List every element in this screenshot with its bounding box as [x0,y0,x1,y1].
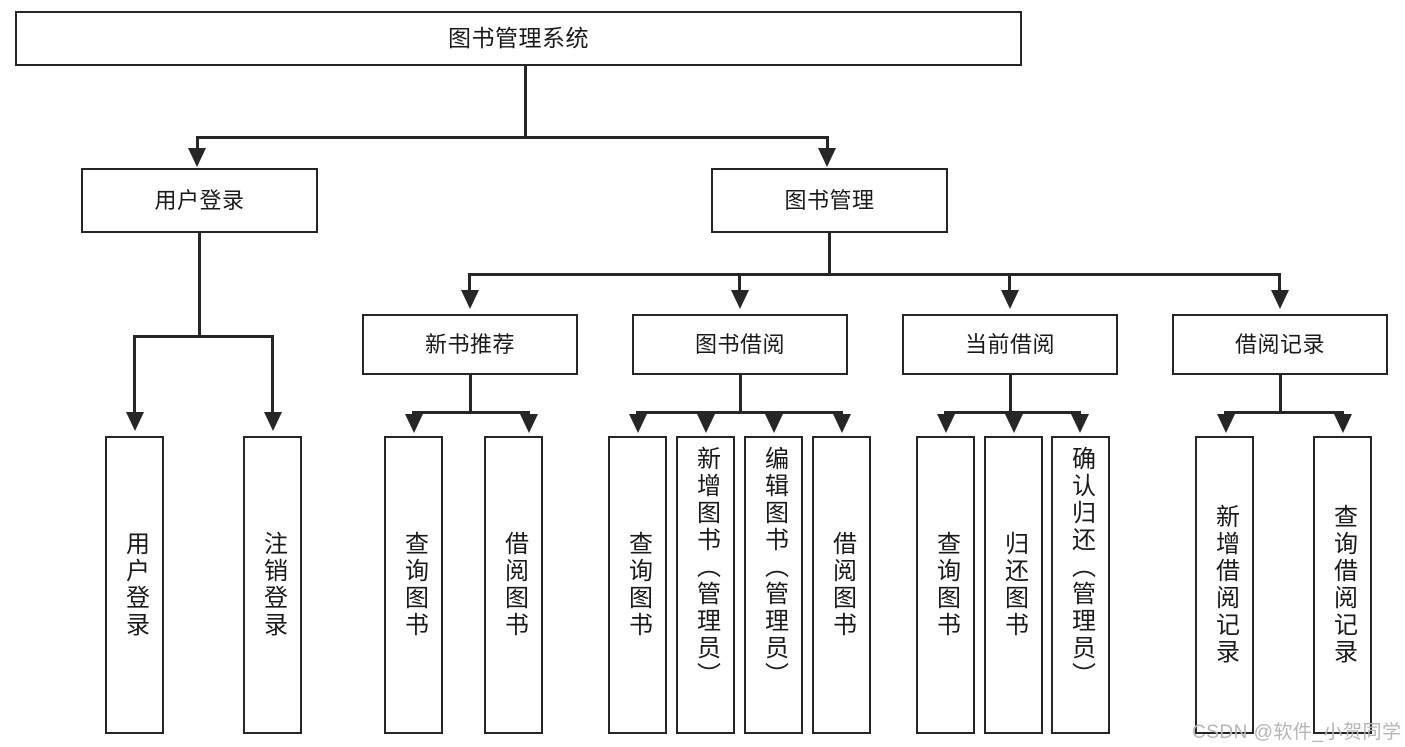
node-user-login[interactable]: 用户登录 [81,168,318,233]
arrowhead-newbook-child-1 [405,414,423,433]
connector-login-drop-2 [271,335,274,415]
node-root-system[interactable]: 图书管理系统 [15,11,1022,66]
leaf-borrow-edit-book-admin[interactable]: 编辑图书（管理员） [744,436,803,734]
connector-borrowrecord-bus [1224,411,1343,414]
node-label: 借阅图书 [828,531,856,639]
leaf-current-return-book[interactable]: 归还图书 [984,436,1043,734]
connector-bookmgmt-drop-1 [468,273,471,293]
arrowhead-currentborrow-child-2 [1005,414,1023,433]
leaf-current-confirm-return-admin[interactable]: 确认归还（管理员） [1051,436,1110,734]
arrowhead-bookmgmt-child-1 [461,290,479,309]
leaf-newbook-borrow-book[interactable]: 借阅图书 [484,436,543,734]
node-label: 编辑图书（管理员） [760,446,788,689]
connector-bookmgmt-drop-3 [1008,273,1011,293]
leaf-record-add-record[interactable]: 新增借阅记录 [1195,436,1254,734]
arrowhead-bookborrow-child-3 [765,414,783,433]
connector-bookmgmt-drop-2 [738,273,741,293]
connector-borrowrecord-stem [1279,375,1282,413]
node-label: 查询图书 [400,531,428,639]
leaf-borrow-add-book-admin[interactable]: 新增图书（管理员） [676,436,735,734]
connector-newbook-bus [412,411,529,414]
arrowhead-bookmgmt-child-3 [1001,290,1019,309]
node-label: 确认归还（管理员） [1067,446,1095,689]
arrowhead-bookborrow-child-2 [697,414,715,433]
connector-root-to-login [196,136,199,151]
node-label: 当前借阅 [964,331,1055,357]
connector-newbook-stem [469,375,472,413]
node-label: 借阅图书 [500,531,528,639]
node-label: 用户登录 [154,187,245,213]
arrowhead-root-to-bookmgmt [818,148,836,167]
node-label: 查询图书 [624,531,652,639]
leaf-user-login[interactable]: 用户登录 [105,436,164,734]
connector-root-bus [196,136,828,139]
connector-root-to-bookmgmt [826,136,829,151]
connector-currentborrow-stem [1009,375,1012,413]
node-label: 查询图书 [932,531,960,639]
connector-bookmgmt-bus [468,273,1280,276]
node-label: 查询借阅记录 [1329,504,1357,666]
arrowhead-bookmgmt-child-2 [731,290,749,309]
connector-bookmgmt-stem [828,233,831,275]
node-label: 新增借阅记录 [1211,504,1239,666]
arrowhead-bookmgmt-child-4 [1271,290,1289,309]
node-book-borrow[interactable]: 图书借阅 [632,314,848,375]
arrowhead-borrowrecord-child-1 [1217,414,1235,433]
leaf-newbook-query-book[interactable]: 查询图书 [384,436,443,734]
leaf-borrow-query-book[interactable]: 查询图书 [608,436,667,734]
arrowhead-currentborrow-child-3 [1071,414,1089,433]
connector-login-bus [133,335,272,338]
arrowhead-bookborrow-child-4 [833,414,851,433]
connector-bookmgmt-drop-4 [1278,273,1281,293]
node-new-book-recommend[interactable]: 新书推荐 [362,314,578,375]
node-label: 图书管理 [784,187,875,213]
arrowhead-borrowrecord-child-2 [1334,414,1352,433]
node-label: 用户登录 [121,531,149,639]
node-label: 图书管理系统 [448,24,589,51]
leaf-logout[interactable]: 注销登录 [243,436,302,734]
node-label: 新书推荐 [424,331,515,357]
connector-bookborrow-stem [739,375,742,413]
arrowhead-bookborrow-child-1 [629,414,647,433]
arrowhead-root-to-login [188,148,206,167]
node-label: 归还图书 [1000,531,1028,639]
arrowhead-login-child-2 [264,412,282,431]
leaf-record-query-record[interactable]: 查询借阅记录 [1313,436,1372,734]
connector-root-stem [524,66,527,138]
node-current-borrow[interactable]: 当前借阅 [902,314,1118,375]
leaf-current-query-book[interactable]: 查询图书 [916,436,975,734]
connector-login-stem [198,233,201,337]
node-borrow-record[interactable]: 借阅记录 [1172,314,1388,375]
leaf-borrow-borrow-book[interactable]: 借阅图书 [812,436,871,734]
arrowhead-login-child-1 [126,412,144,431]
connector-login-drop-1 [133,335,136,415]
connector-bookborrow-bus [636,411,842,414]
node-book-management[interactable]: 图书管理 [711,168,948,233]
arrowhead-currentborrow-child-1 [937,414,955,433]
node-label: 图书借阅 [694,331,785,357]
node-label: 新增图书（管理员） [692,446,720,689]
arrowhead-newbook-child-2 [520,414,538,433]
node-label: 注销登录 [259,531,287,639]
node-label: 借阅记录 [1234,331,1325,357]
